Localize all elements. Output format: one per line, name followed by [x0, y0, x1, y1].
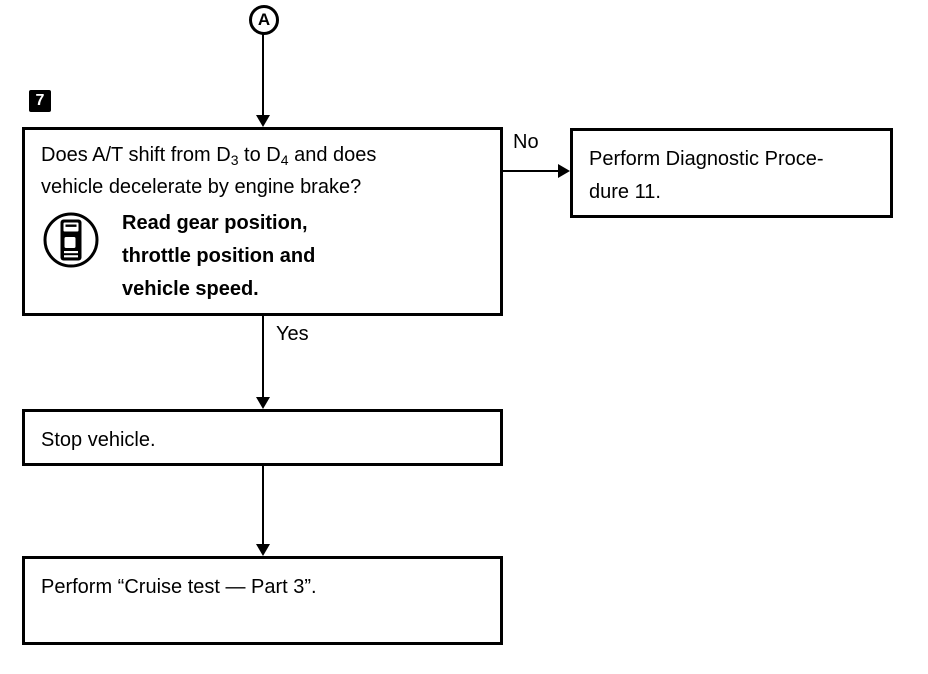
arrowhead-down-icon	[256, 544, 270, 556]
no-result-text: Perform Diagnostic Proce- dure 11.	[573, 131, 890, 209]
instruction-line: Read gear position,	[122, 212, 308, 234]
question-text-part1: Does A/T shift from D	[41, 144, 231, 166]
gear-subscript-3: 3	[230, 152, 239, 168]
connector-a-label: A	[257, 10, 271, 29]
flow-line-yes	[262, 316, 264, 398]
question-text-part2: to D	[238, 144, 281, 166]
cruise-test-box: Perform “Cruise test — Part 3”.	[22, 556, 503, 645]
stop-vehicle-box: Stop vehicle.	[22, 409, 503, 466]
no-result-box: Perform Diagnostic Proce- dure 11.	[570, 128, 893, 218]
arrowhead-right-icon	[558, 164, 570, 178]
flow-line-a-to-decision	[262, 34, 264, 116]
question-text-part3: and does	[288, 144, 377, 166]
edge-label-no: No	[513, 131, 539, 154]
step-number-badge: 7	[29, 90, 51, 112]
edge-label-yes: Yes	[276, 323, 309, 346]
no-result-line: Perform Diagnostic Proce-	[589, 148, 824, 170]
scan-tool-icon	[42, 211, 100, 269]
connector-a: A	[249, 5, 279, 35]
cruise-test-text: Perform “Cruise test — Part 3”.	[41, 576, 317, 598]
arrowhead-down-icon	[256, 115, 270, 127]
decision-question-line2: vehicle decelerate by engine brake?	[41, 176, 362, 198]
flow-line-stop-to-cruise	[262, 466, 264, 545]
decision-question: Does A/T shift from D3 to D4 and does ve…	[41, 139, 376, 203]
gear-subscript-4: 4	[280, 152, 289, 168]
decision-question-line1: Does A/T shift from D3 to D4 and does	[41, 139, 376, 171]
stop-vehicle-text: Stop vehicle.	[41, 429, 156, 451]
no-result-line: dure 11.	[589, 181, 661, 203]
instruction-text: Read gear position, throttle position an…	[122, 207, 315, 306]
arrowhead-down-icon	[256, 397, 270, 409]
instruction-line: vehicle speed.	[122, 278, 259, 300]
instruction-line: throttle position and	[122, 245, 316, 267]
flow-line-no	[503, 170, 560, 172]
decision-box: Does A/T shift from D3 to D4 and does ve…	[22, 127, 503, 316]
